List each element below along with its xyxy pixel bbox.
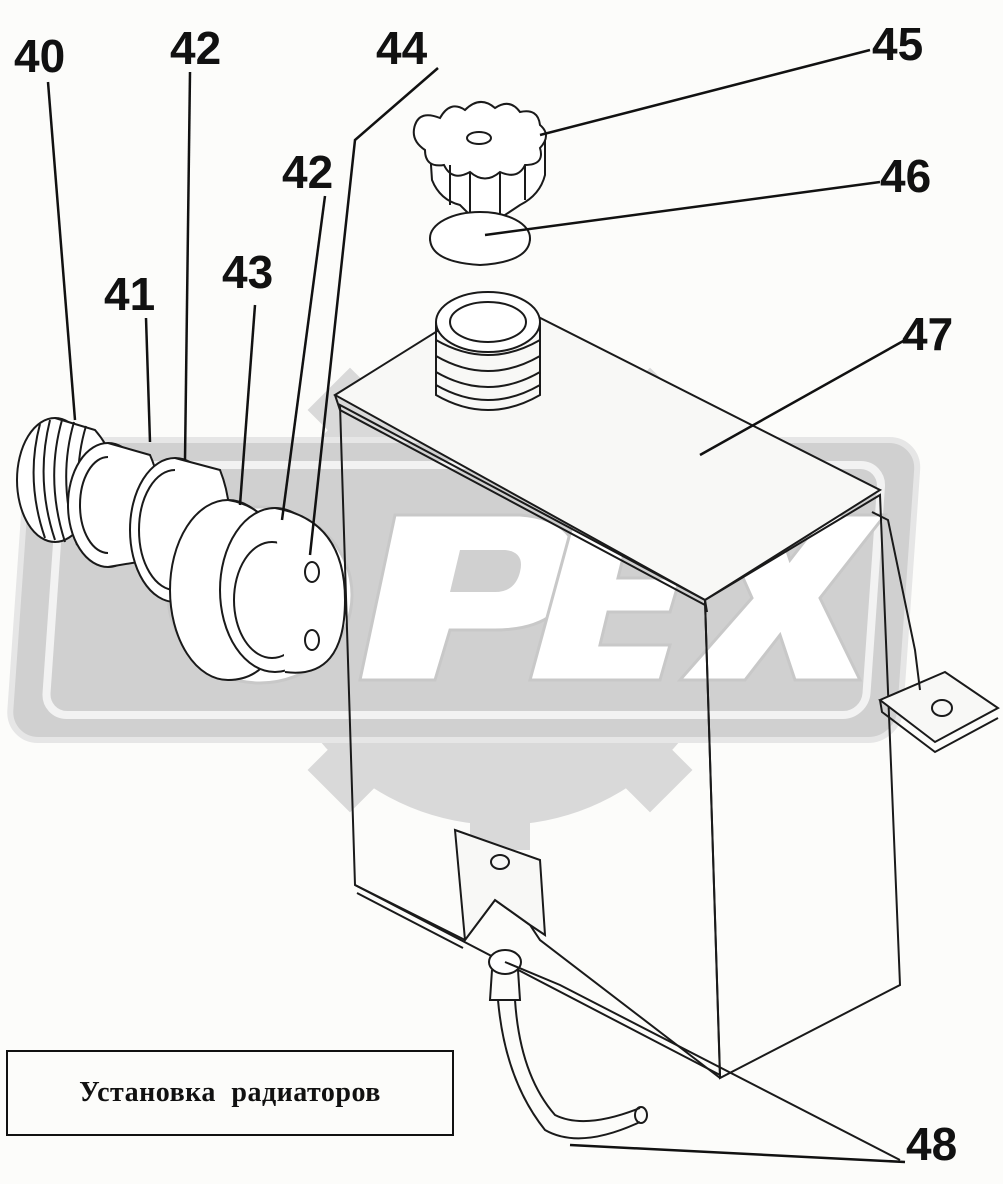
- callout-42b: 42: [282, 146, 333, 198]
- callout-44: 44: [376, 22, 428, 74]
- leader-47: [699, 338, 906, 457]
- hose-part-48: [488, 949, 901, 1161]
- caption-title: Установка радиаторов: [79, 1077, 381, 1108]
- leader-48: [569, 1143, 906, 1164]
- ring-part-42-right: [219, 507, 347, 674]
- cap-part-45: [412, 101, 547, 221]
- callout-48: 48: [906, 1118, 957, 1170]
- leader-42a: [183, 71, 192, 461]
- callout-42a: 42: [170, 22, 221, 74]
- callout-43: 43: [222, 246, 273, 298]
- leader-45: [539, 48, 871, 137]
- callout-46: 46: [880, 150, 931, 202]
- leader-43: [238, 304, 257, 506]
- leader-46: [484, 180, 881, 237]
- callout-45: 45: [872, 18, 923, 70]
- caption-box: Установка радиаторов: [6, 1050, 454, 1136]
- callout-41: 41: [104, 268, 155, 320]
- leader-44: [308, 67, 439, 556]
- gasket-part-46: [429, 211, 531, 267]
- leader-42b: [280, 195, 327, 521]
- callout-47: 47: [902, 308, 953, 360]
- fitting-assembly-parts-40-44: [16, 417, 347, 681]
- callout-labels: 40 42 44 42 41 43 45 46 47 48: [14, 18, 957, 1170]
- leader-lines: [46, 48, 906, 1164]
- callout-40: 40: [14, 30, 65, 82]
- leader-41: [144, 317, 152, 443]
- leader-40: [46, 81, 77, 421]
- tank-part-47: [333, 291, 1000, 1080]
